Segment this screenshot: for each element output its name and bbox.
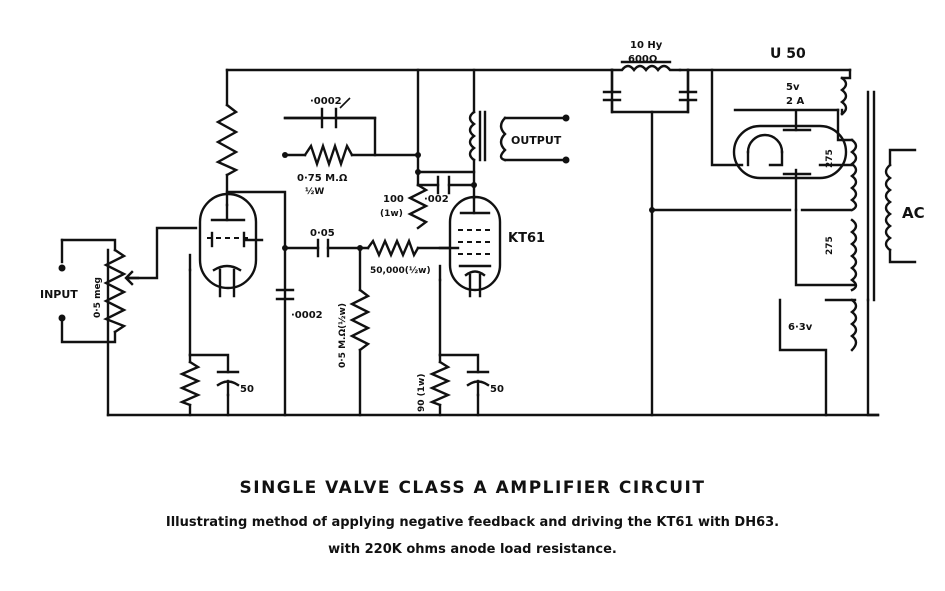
label-pot: 0·5 meg — [93, 277, 103, 318]
label-input: INPUT — [40, 288, 78, 301]
label-output: OUTPUT — [511, 134, 562, 147]
amplifier-schematic: 10 Hy 600Ω U 50 5v 2 A 275 275 AC 6·3v ·… — [40, 40, 925, 417]
label-kt61: KT61 — [508, 231, 545, 246]
label-ac: AC — [902, 204, 925, 222]
junctions — [58, 152, 655, 322]
resistors — [103, 103, 451, 407]
reservoir-capacitor-1 — [602, 68, 622, 114]
label-res-100: 100 — [383, 194, 404, 205]
mains-transformer — [840, 68, 917, 352]
grid-leak-resistor — [349, 288, 371, 352]
capacitor-002 — [416, 175, 476, 195]
cathode-capacitor-kt61 — [466, 370, 490, 397]
label-cap-fb: ·0002 — [310, 96, 342, 107]
label-u50: U 50 — [770, 46, 806, 62]
label-cap-50b: 50 — [490, 384, 504, 395]
label-cap-0002-b: ·0002 — [291, 310, 323, 321]
label-choke-res: 600Ω — [628, 54, 658, 65]
label-res-50k: 50,000(½w) — [370, 265, 431, 276]
input-potentiometer — [103, 248, 127, 334]
feedback-capacitor — [283, 97, 377, 129]
label-choke: 10 Hy — [630, 40, 663, 51]
component-labels: 10 Hy 600Ω U 50 5v 2 A 275 275 AC 6·3v ·… — [40, 40, 925, 412]
label-res-05m: 0·5 M.Ω(½w) — [337, 303, 348, 368]
label-res-100-w: (1w) — [380, 209, 403, 219]
label-2a: 2 A — [786, 96, 804, 107]
reservoir-capacitor-2 — [678, 68, 698, 114]
dh63-valve — [188, 192, 264, 298]
label-63v: 6·3v — [788, 322, 813, 333]
diagram-subtitle-line1: Illustrating method of applying negative… — [165, 515, 780, 530]
bypass-capacitor-0002 — [275, 288, 295, 301]
output-transformer — [468, 110, 570, 164]
label-cap-002: ·002 — [424, 194, 449, 205]
grid-stopper-resistor — [366, 237, 420, 259]
label-res-90: 90 (1w) — [417, 374, 427, 412]
label-275-b: 275 — [825, 236, 835, 255]
wiring — [60, 68, 880, 417]
capacitors — [216, 68, 698, 397]
cathode-resistor-kt61 — [428, 360, 451, 407]
coupling-capacitor — [316, 238, 330, 258]
smoothing-choke — [610, 60, 682, 72]
anode-load-resistor — [215, 103, 239, 177]
u50-rectifier-valve — [732, 108, 854, 180]
label-res-fb-w: ½W — [305, 186, 324, 197]
resistor-100 — [407, 183, 429, 230]
cathode-capacitor-dh63 — [216, 370, 240, 397]
label-cap-05: 0·05 — [310, 228, 335, 239]
label-275-a: 275 — [825, 149, 835, 168]
kt61-valve — [438, 195, 502, 298]
label-cap-50a: 50 — [240, 384, 254, 395]
label-5v: 5v — [786, 82, 800, 93]
diagram-title: SINGLE VALVE CLASS A AMPLIFIER CIRCUIT — [239, 478, 706, 498]
label-res-fb: 0·75 M.Ω — [297, 173, 348, 184]
diagram-subtitle-line2: with 220K ohms anode load resistance. — [328, 542, 617, 557]
feedback-resistor — [303, 142, 354, 168]
cathode-resistor-dh63 — [178, 360, 201, 407]
